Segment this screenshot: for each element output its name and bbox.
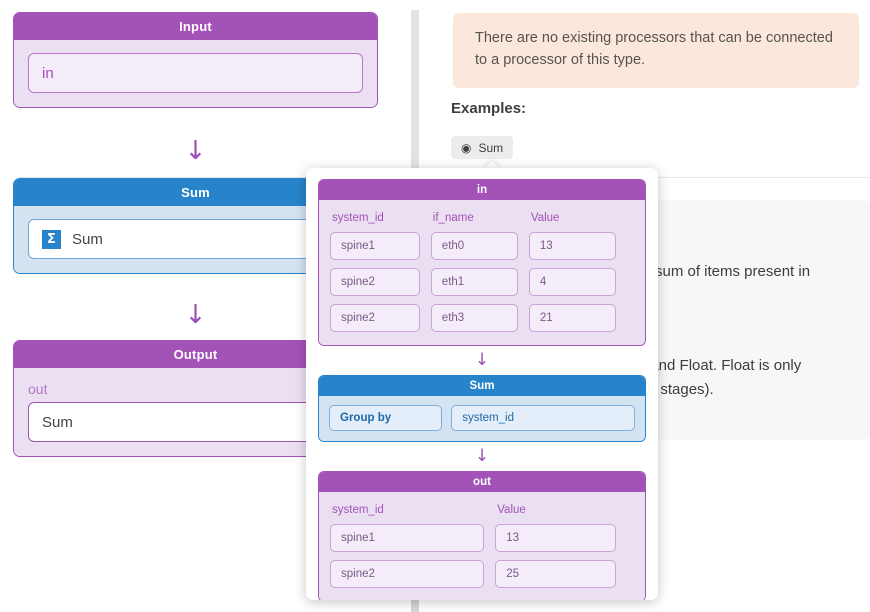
output-field-label: out [28, 381, 48, 397]
popover-processor-body: Group by system_id [319, 396, 645, 441]
warning-banner: There are no existing processors that ca… [453, 13, 859, 88]
popover-input-block: in system_id if_name Value spine1 eth0 1… [318, 179, 646, 346]
table-cell: spine2 [330, 304, 420, 332]
table-cell: spine2 [330, 268, 420, 296]
column-header: system_id [332, 212, 384, 224]
popover-caret-icon [483, 161, 501, 170]
description-line-1: sum of items present in [655, 263, 811, 280]
table-cell: 25 [495, 560, 616, 588]
input-card-title: Input [14, 13, 377, 40]
popover-output-table: system_id Value spine1 13 spine2 25 [320, 497, 626, 595]
sigma-icon: Σ [42, 229, 61, 249]
popover-input-table: system_id if_name Value spine1 eth0 13 s… [320, 205, 626, 339]
description-line-2: , and Float. Float is only [642, 357, 802, 374]
table-cell: 13 [528, 232, 616, 260]
input-name-field[interactable]: in [28, 53, 363, 93]
example-chip-sum[interactable]: ◉ Sum [451, 136, 514, 159]
popover-arrow-sum-to-out: ↓ [474, 446, 490, 466]
popover-processor-title: Sum [319, 376, 645, 396]
table-row: spine2 25 [329, 559, 617, 589]
popover-output-title: out [319, 472, 645, 492]
pipeline-canvas: Input in ↓ Sum Σ Sum ↓ Output out Sum [0, 0, 400, 612]
examples-heading: Examples: [451, 100, 527, 117]
input-card-body: in [14, 40, 377, 107]
table-cell: eth3 [430, 304, 518, 332]
arrow-processor-to-output: ↓ [184, 300, 207, 330]
table-cell: eth0 [430, 232, 518, 260]
table-cell: 13 [495, 524, 616, 552]
table-cell: 4 [528, 268, 616, 296]
input-card[interactable]: Input in [13, 12, 378, 108]
table-cell: eth1 [430, 268, 518, 296]
example-popover: in system_id if_name Value spine1 eth0 1… [306, 168, 658, 600]
eye-icon: ◉ [461, 140, 472, 155]
table-cell: spine1 [330, 524, 485, 552]
popover-processor-block: Sum Group by system_id [318, 375, 646, 442]
table-header-row: system_id Value [329, 503, 617, 517]
column-header: system_id [332, 504, 384, 516]
table-cell: spine1 [330, 232, 420, 260]
popover-arrow-in-to-sum: ↓ [474, 350, 490, 370]
column-header: Value [530, 212, 560, 224]
popover-output-body: system_id Value spine1 13 spine2 25 [319, 492, 645, 600]
popover-input-title: in [319, 180, 645, 200]
popover-input-body: system_id if_name Value spine1 eth0 13 s… [319, 200, 645, 345]
group-by-value: system_id [451, 405, 635, 431]
table-cell: 21 [528, 304, 616, 332]
table-cell: spine2 [330, 560, 485, 588]
column-header: if_name [432, 212, 474, 224]
table-row: spine2 eth3 21 [329, 303, 617, 333]
table-header-row: system_id if_name Value [329, 211, 617, 225]
popover-output-block: out system_id Value spine1 13 spine2 [318, 471, 646, 600]
column-header: Value [497, 504, 526, 516]
horizontal-scrollbar[interactable] [411, 596, 419, 612]
example-chip-label: Sum [478, 140, 504, 155]
group-by-label: Group by [329, 405, 443, 431]
table-row: spine2 eth1 4 [329, 267, 617, 297]
table-row: spine1 eth0 13 [329, 231, 617, 261]
arrow-input-to-processor: ↓ [184, 136, 207, 166]
table-row: spine1 13 [329, 523, 617, 553]
processor-name-value: Sum [72, 230, 103, 248]
